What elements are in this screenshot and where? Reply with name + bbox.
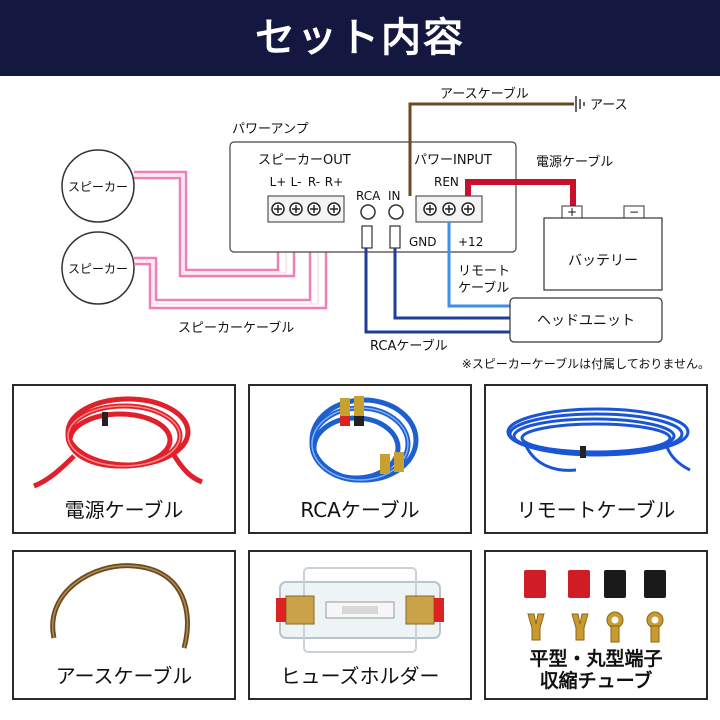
speaker-cables — [134, 170, 328, 310]
power-cable-line — [465, 179, 576, 210]
head-unit-box — [509, 297, 663, 343]
rca-jack-left — [360, 204, 376, 220]
item-card-power-cable: 電源ケーブル — [12, 384, 236, 534]
speaker-cable-label: スピーカーケーブル — [178, 320, 294, 336]
speaker-2-circle — [61, 231, 135, 305]
item-card-fuse-holder: ヒューズホルダー — [248, 550, 472, 700]
plus12-label: +12 — [458, 235, 483, 249]
battery-plus: + — [567, 205, 577, 219]
item-card-terminals: 平型・丸型端子 収縮チューブ — [484, 550, 708, 700]
item-label: リモートケーブル — [516, 498, 676, 522]
red-power-cable-photo — [33, 396, 203, 489]
terminals-and-heat-shrink-photo — [524, 570, 666, 643]
speaker-2-label: スピーカー — [68, 262, 128, 276]
blue-rca-cable-photo — [309, 396, 419, 483]
item-card-rca-cable: RCAケーブル — [248, 384, 472, 534]
battery-icon — [543, 205, 663, 291]
terminal-l-minus: L- — [291, 175, 302, 189]
power-amp-box — [229, 141, 517, 253]
head-unit-label: ヘッドユニット — [537, 313, 635, 329]
speaker-1-label: スピーカー — [68, 180, 128, 194]
remote-cable-label-2: ケーブル — [458, 280, 509, 296]
item-label: アースケーブル — [55, 664, 193, 688]
rca-label: RCA — [356, 189, 381, 203]
earth-label: アース — [590, 98, 628, 113]
item-card-earth-cable: アースケーブル — [12, 550, 236, 700]
gnd-label: GND — [409, 235, 437, 249]
item-label-line-2: 収縮チューブ — [539, 670, 653, 692]
item-label: RCAケーブル — [300, 498, 420, 522]
speaker-out-label: スピーカーOUT — [258, 153, 351, 168]
page-title: セット内容 — [0, 0, 720, 76]
brown-earth-cable-photo — [50, 563, 190, 649]
remote-cable-line — [447, 222, 510, 308]
rca-cable-label: RCAケーブル — [370, 338, 448, 354]
note-text: ※スピーカーケーブルは付属しておりません。 — [462, 356, 710, 371]
speaker-1-circle — [61, 149, 135, 223]
rca-jack-right — [388, 204, 404, 220]
battery-minus: − — [629, 205, 639, 219]
rca-cables — [364, 248, 510, 334]
earth-cable-line — [408, 102, 574, 196]
power-input-label: パワーINPUT — [414, 153, 492, 168]
item-label: 電源ケーブル — [64, 498, 184, 522]
item-card-remote-cable: リモートケーブル — [484, 384, 708, 534]
item-label: ヒューズホルダー — [280, 664, 440, 688]
fuse-holder-photo — [276, 567, 444, 653]
power-terminal-block — [415, 195, 483, 223]
terminal-r-minus: R- — [308, 175, 320, 189]
wiring-diagram: スピーカー スピーカー スピーカーケーブル パワーアンプ スピーカーOUT L+… — [61, 86, 710, 371]
terminal-l-plus: L+ — [270, 175, 287, 189]
speaker-terminal-labels: L+ L- R- R+ — [270, 175, 344, 189]
in-label: IN — [388, 189, 401, 203]
power-cable-label: 電源ケーブル — [536, 154, 613, 170]
remote-cable-label-1: リモート — [458, 264, 510, 279]
terminal-r-plus: R+ — [325, 175, 343, 189]
speaker-terminal-block — [267, 195, 345, 223]
ren-label: REN — [434, 175, 459, 189]
item-label: 平型・丸型端子 収縮チューブ — [486, 648, 706, 692]
blue-remote-cable-photo — [506, 407, 691, 472]
earth-cable-label: アースケーブル — [440, 86, 529, 102]
item-label-line-1: 平型・丸型端子 — [529, 648, 663, 670]
battery-label: バッテリー — [568, 253, 638, 269]
ground-symbol-icon — [575, 96, 585, 112]
power-amp-label: パワーアンプ — [232, 122, 309, 137]
